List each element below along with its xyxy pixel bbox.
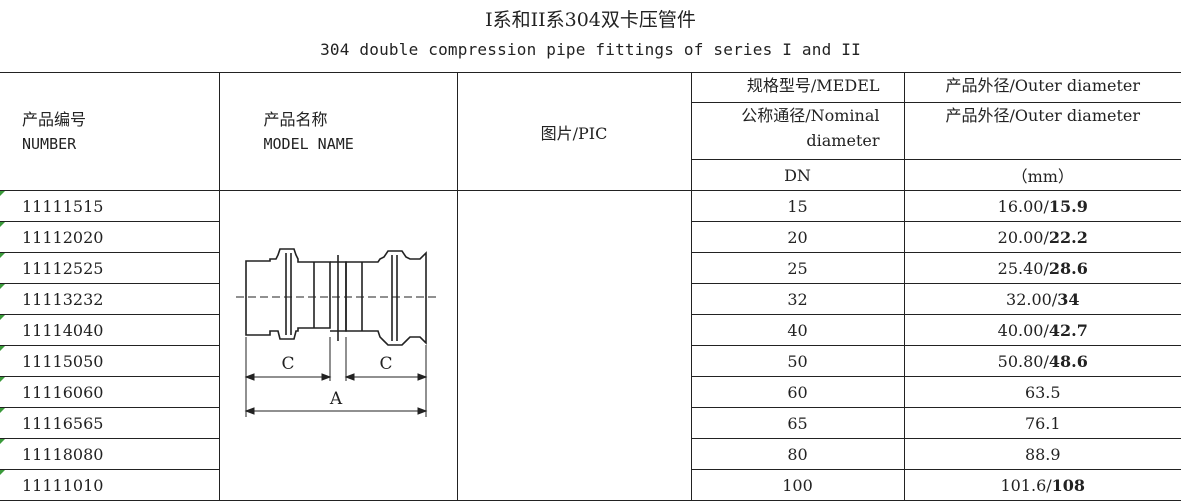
od-primary: 101.6/ <box>1000 475 1052 495</box>
dimension-c-left-label: C <box>281 354 294 374</box>
od-primary: 76.1 <box>1024 413 1061 433</box>
dn-value: 50 <box>690 345 905 377</box>
header-dn: DN <box>691 159 905 191</box>
header-number-cn: 产品编号 <box>22 109 87 129</box>
table-row: 11113232 32 32.00/34 <box>0 283 1181 315</box>
od-primary: 20.00/ <box>997 227 1049 247</box>
header-name-cn: 产品名称 <box>263 109 328 129</box>
title-chinese: I系和II系304双卡压管件 <box>485 9 696 31</box>
dn-value: 32 <box>690 283 905 315</box>
od-primary: 50.80/ <box>997 351 1049 371</box>
table-row: 11111515 <box>0 190 1181 501</box>
product-number: 11111010 <box>0 469 220 501</box>
od-primary: 40.00/ <box>997 320 1049 340</box>
product-number: 11116565 <box>0 407 220 439</box>
outer-diameter: 76.1 <box>903 407 1181 439</box>
header-outer-diameter-2: 产品外径/Outer diameter <box>903 102 1181 160</box>
outer-diameter: 88.9 <box>903 438 1181 470</box>
header-outer-diameter-1: 产品外径/Outer diameter <box>903 72 1181 103</box>
title-block: I系和II系304双卡压管件 304 double compression pi… <box>0 0 1181 72</box>
dn-value: 100 <box>690 469 905 501</box>
outer-diameter: 63.5 <box>903 376 1181 408</box>
header-model-name: 产品名称 MODEL NAME <box>218 72 458 191</box>
outer-diameter: 50.80/48.6 <box>903 345 1181 377</box>
table-row: 11112525 25 25.40/28.6 <box>0 252 1181 284</box>
od-primary: 16.00/ <box>997 196 1049 216</box>
product-number: 11118080 <box>0 438 220 470</box>
outer-diameter: 16.00/15.9 <box>903 190 1181 222</box>
product-number: 11111515 <box>0 190 220 222</box>
fitting-outline-right <box>344 250 427 346</box>
outer-diameter: 40.00/42.7 <box>903 314 1181 346</box>
od-secondary: 28.6 <box>1048 258 1088 278</box>
picture-cell <box>456 190 692 501</box>
od-secondary: 22.2 <box>1048 227 1088 247</box>
dimension-c-right-label: C <box>379 354 392 374</box>
header-picture: 图片/PIC <box>456 72 692 191</box>
od-primary: 88.9 <box>1024 444 1061 464</box>
product-number: 11113232 <box>0 283 220 315</box>
title-english: 304 double compression pipe fittings of … <box>320 40 861 59</box>
od-secondary: 48.6 <box>1048 351 1088 371</box>
dn-value: 25 <box>690 252 905 284</box>
od-secondary: 42.7 <box>1048 320 1088 340</box>
model-name-drawing-cell: C C A <box>218 190 458 501</box>
dimension-a-label: A <box>328 389 342 409</box>
outer-diameter: 20.00/22.2 <box>903 221 1181 253</box>
header-number-en: NUMBER <box>22 134 77 153</box>
od-secondary: 34 <box>1057 289 1080 309</box>
product-number: 11112020 <box>0 221 220 253</box>
header-nominal-line1: 公称通径/Nominal <box>741 106 880 125</box>
fitting-drawing: C C A <box>235 248 440 417</box>
outer-diameter: 101.6/108 <box>903 469 1181 501</box>
header-name-en: MODEL NAME <box>263 134 354 153</box>
header-nominal-line2: diameter <box>806 131 880 150</box>
dn-value: 80 <box>690 438 905 470</box>
outer-diameter: 25.40/28.6 <box>903 252 1181 284</box>
product-number: 11116060 <box>0 376 220 408</box>
table-row: 11112020 20 20.00/22.2 <box>0 221 1181 253</box>
table-row: 11115050 50 50.80/48.6 <box>0 345 1181 377</box>
table-row: 11116565 65 76.1 <box>0 407 1181 439</box>
dn-value: 40 <box>690 314 905 346</box>
header-model: 规格型号/MEDEL <box>690 72 905 103</box>
dn-value: 60 <box>690 376 905 408</box>
header-number: 产品编号 NUMBER <box>0 72 220 191</box>
dn-value: 65 <box>690 407 905 439</box>
header-mm: （mm） <box>903 159 1181 191</box>
product-number: 11114040 <box>0 314 220 346</box>
product-number: 11112525 <box>0 252 220 284</box>
header-nominal-diameter: 公称通径/Nominal diameter <box>691 102 905 160</box>
fitting-outline-left <box>244 248 331 340</box>
od-primary: 25.40/ <box>997 258 1049 278</box>
spec-table: 产品编号 NUMBER 产品名称 MODEL NAME 图片/PIC 规格型号/… <box>0 72 1181 501</box>
product-number: 11115050 <box>0 345 220 377</box>
od-primary: 32.00/ <box>1006 289 1058 309</box>
od-secondary: 15.9 <box>1048 196 1088 216</box>
dn-value: 20 <box>690 221 905 253</box>
outer-diameter: 32.00/34 <box>903 283 1181 315</box>
dn-value: 15 <box>690 190 905 222</box>
od-secondary: 108 <box>1051 475 1086 495</box>
od-primary: 63.5 <box>1024 382 1061 402</box>
